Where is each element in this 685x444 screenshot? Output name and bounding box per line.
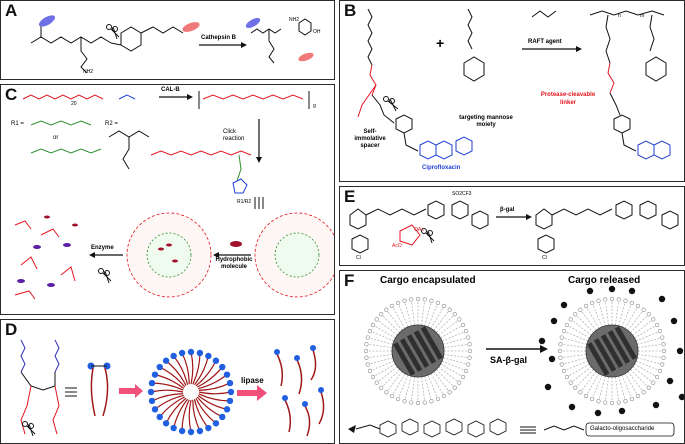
panel-a: A NH2 NH2 OH Cathepsin B bbox=[0, 0, 335, 80]
e-enzyme: β-gal bbox=[500, 207, 515, 213]
a-oh: OH bbox=[313, 29, 321, 35]
panel-d: D bbox=[0, 319, 335, 444]
scissors-icon bbox=[98, 268, 112, 284]
nanoparticle-encapsulated bbox=[363, 296, 473, 406]
panel-f: F Cargo encapsulated Cargo released SA-β… bbox=[339, 270, 685, 444]
panel-b-scheme bbox=[357, 8, 671, 160]
panel-e-scheme bbox=[349, 200, 679, 254]
b-raft-agent: RAFT agent bbox=[528, 39, 562, 45]
c-r2: R2 = bbox=[105, 121, 118, 127]
b-sub-n: n bbox=[618, 13, 621, 19]
panel-b: B bbox=[339, 0, 685, 182]
panel-e: E β-gal AcO OAc SO2CF3 Cl Cl bbox=[339, 186, 685, 266]
oligosaccharide-chain bbox=[379, 418, 507, 438]
panel-d-scheme bbox=[20, 339, 325, 437]
scissors-icon bbox=[22, 421, 36, 437]
f-enzyme: SA-β-gal bbox=[490, 355, 527, 365]
scissors-icon bbox=[106, 24, 120, 40]
panel-f-label: F bbox=[344, 271, 355, 290]
a-nh2-1: NH2 bbox=[83, 69, 94, 75]
c-or: or bbox=[53, 135, 59, 141]
lipase-fragments bbox=[274, 345, 325, 437]
disassembled-fragments bbox=[14, 215, 78, 300]
c-repeat: 20 bbox=[71, 101, 77, 107]
b-sub-m: m bbox=[640, 13, 645, 19]
scissors-icon bbox=[383, 96, 399, 112]
c-enzyme-bottom: Enzyme bbox=[91, 245, 114, 251]
a-enzyme: Cathepsin B bbox=[201, 35, 237, 41]
c-repeat-g: g bbox=[313, 103, 316, 109]
e-oac: OAc bbox=[414, 227, 424, 233]
panel-b-label: B bbox=[344, 1, 357, 20]
b-targeting: targeting mannose moiety bbox=[459, 115, 513, 128]
c-hydrophobic: Hydrophobic molecule bbox=[215, 257, 253, 270]
b-cleavable: Protease-cleavable linker bbox=[540, 92, 596, 106]
panel-c: C bbox=[0, 84, 335, 315]
c-enzyme-top: CAL-B bbox=[161, 87, 180, 93]
hydrophobic-molecule-icon bbox=[230, 241, 242, 247]
scissors-icon bbox=[421, 228, 435, 244]
micelle-empty bbox=[254, 212, 334, 298]
e-aco: AcO bbox=[392, 243, 402, 249]
micelle-d bbox=[147, 348, 235, 436]
f-left-title: Cargo encapsulated bbox=[380, 275, 476, 286]
e-cl-right: Cl bbox=[542, 255, 547, 261]
panel-f-scheme bbox=[348, 285, 684, 438]
c-r-label: R1/R2 bbox=[237, 199, 252, 205]
c-click: Click reaction bbox=[223, 129, 245, 142]
panel-d-label: D bbox=[5, 320, 18, 339]
panel-c-label: C bbox=[5, 85, 18, 104]
panel-e-label: E bbox=[344, 187, 356, 206]
c-r1: R1 = bbox=[11, 121, 24, 127]
nanoparticle-released bbox=[538, 285, 684, 417]
d-enzyme: lipase bbox=[241, 376, 264, 385]
micelle-loaded bbox=[126, 212, 212, 298]
e-cl-left: Cl bbox=[356, 255, 361, 261]
b-drug: Ciprofloxacin bbox=[422, 165, 461, 171]
panel-a-scheme bbox=[30, 15, 314, 74]
f-right-title: Cargo released bbox=[568, 275, 641, 286]
panel-c-scheme bbox=[14, 91, 334, 300]
b-self-immolative: Self-immolative spacer bbox=[354, 129, 386, 149]
panel-a-label: A bbox=[5, 1, 18, 20]
b-plus: + bbox=[436, 35, 445, 51]
a-nh2-2: NH2 bbox=[289, 17, 300, 23]
f-substrate: Galacto-oligosaccharide bbox=[590, 426, 655, 432]
e-so2cf3-left: SO2CF3 bbox=[452, 191, 472, 197]
